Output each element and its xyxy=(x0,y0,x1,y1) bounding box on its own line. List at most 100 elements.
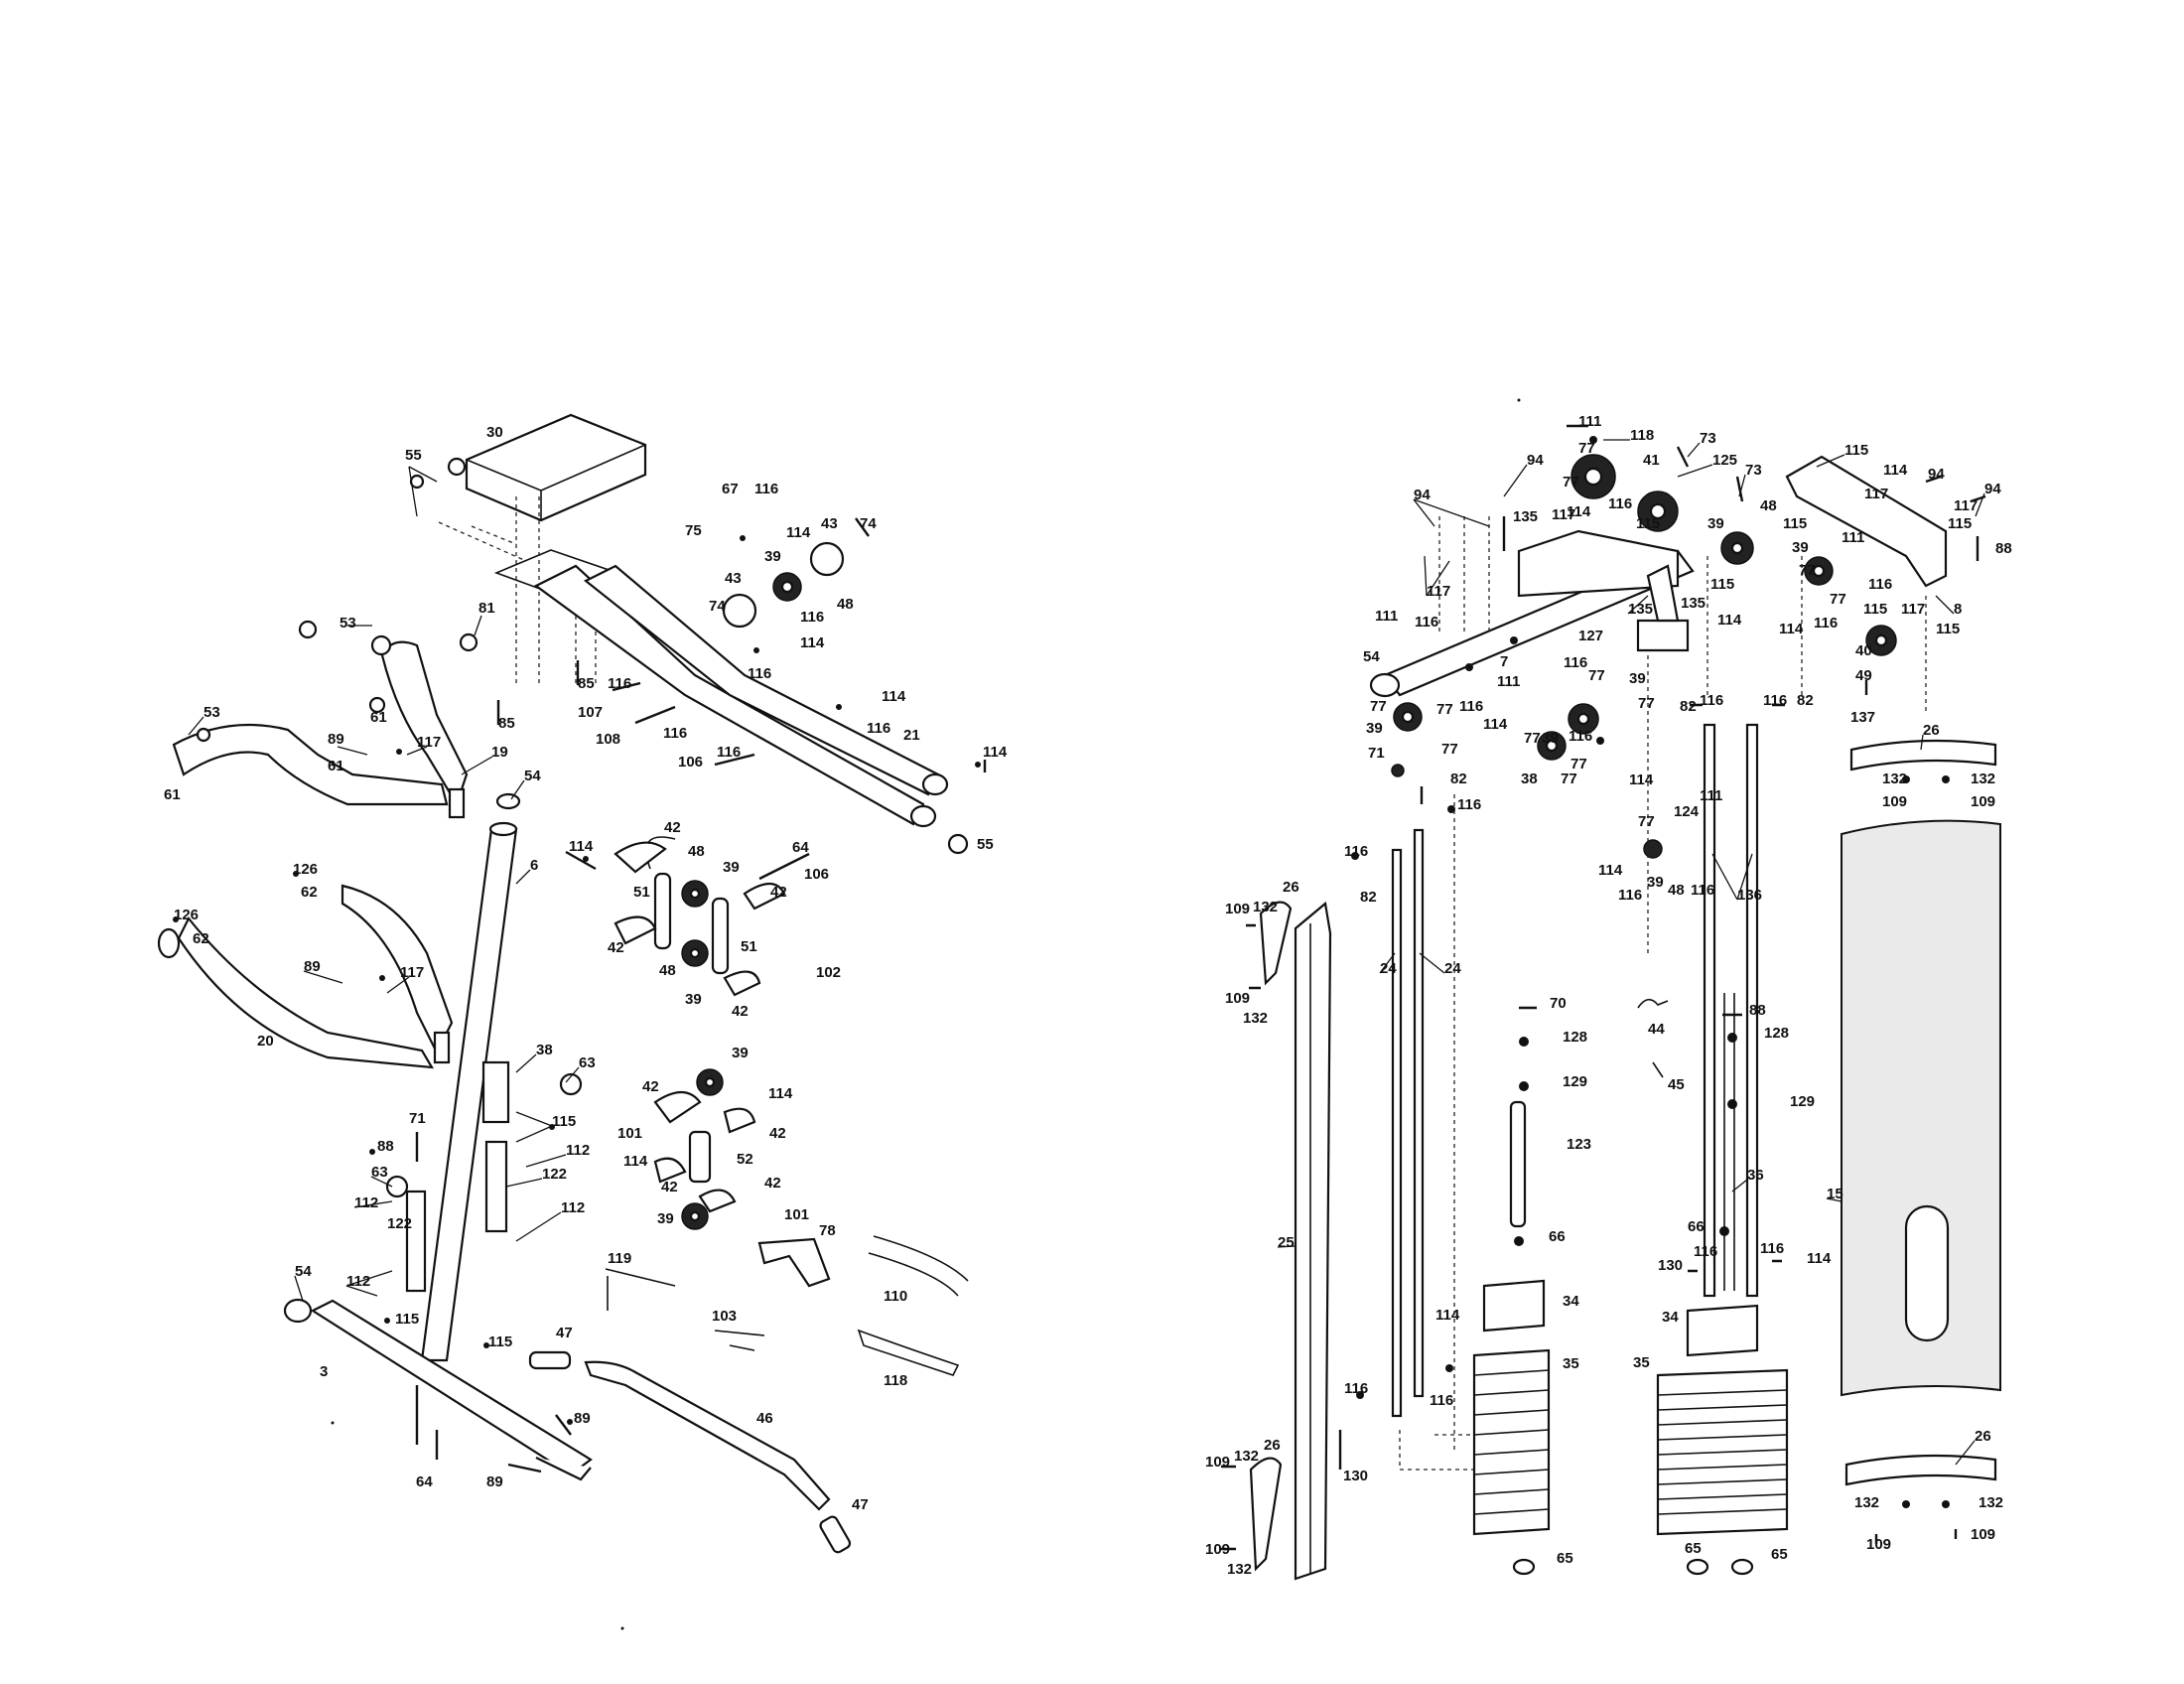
part-number-label: 115 xyxy=(395,1311,419,1328)
part-number-label: 89 xyxy=(304,958,321,975)
part-number-label: 125 xyxy=(1712,452,1737,469)
part-number-label: 112 xyxy=(354,1194,378,1211)
part-number-label: 51 xyxy=(741,938,757,955)
part-number-label: 48 xyxy=(659,962,676,979)
part-number-label: 34 xyxy=(1563,1293,1579,1310)
part-number-label: 39 xyxy=(732,1045,749,1061)
part-number-label: 114 xyxy=(569,838,594,855)
part-number-label: 116 xyxy=(1760,1240,1784,1257)
part-number-label: 88 xyxy=(1749,1002,1766,1019)
part-number-label: 116 xyxy=(748,665,771,682)
part-number-label: 66 xyxy=(1549,1228,1566,1245)
part-number-label: 65 xyxy=(1557,1550,1573,1567)
upright-post xyxy=(420,792,521,1362)
part-number-label: 94 xyxy=(1414,487,1431,503)
part-number-label: 77 xyxy=(1570,756,1587,772)
part-number-label: 45 xyxy=(1668,1076,1685,1093)
part-number-label: 62 xyxy=(193,930,209,947)
part-number-label: 24 xyxy=(1380,960,1397,977)
part-number-label: 107 xyxy=(578,704,603,721)
part-number-label: 39 xyxy=(1542,730,1559,747)
part-number-label: 111 xyxy=(1375,608,1398,625)
part-number-label: 132 xyxy=(1227,1561,1252,1578)
part-number-label: 82 xyxy=(1450,771,1467,787)
part-number-label: 124 xyxy=(1674,803,1700,820)
guide-rods xyxy=(1391,723,1759,1418)
part-number-label: 77 xyxy=(1799,562,1816,579)
part-number-label: 43 xyxy=(725,570,742,587)
part-number-label: 130 xyxy=(1343,1468,1368,1484)
bolts-right xyxy=(1221,424,1986,1551)
part-number-label: 115 xyxy=(1936,621,1960,637)
part-number-label: 116 xyxy=(1564,654,1587,671)
part-number-label: 132 xyxy=(1971,771,1995,787)
part-number-label: 116 xyxy=(1344,843,1368,860)
part-number-label: 25 xyxy=(1278,1234,1295,1251)
part-number-label: 116 xyxy=(800,609,824,626)
accessories-left xyxy=(528,1235,969,1554)
part-number-label: 39 xyxy=(1792,539,1809,556)
part-number-label: 116 xyxy=(663,725,687,742)
part-number-label: 126 xyxy=(293,861,318,878)
part-number-label: 116 xyxy=(1691,882,1714,899)
part-number-label: 47 xyxy=(852,1496,869,1513)
part-number-label: 116 xyxy=(1430,1392,1453,1409)
part-number-label: 111 xyxy=(1842,529,1864,546)
part-number-label: 34 xyxy=(1662,1309,1679,1326)
part-number-label: 116 xyxy=(1694,1243,1717,1260)
part-number-label: 137 xyxy=(1850,709,1875,726)
part-number-label: 119 xyxy=(608,1250,631,1267)
part-number-label: 77 xyxy=(1563,474,1579,491)
part-number-label: 55 xyxy=(977,836,994,853)
part-number-label: 101 xyxy=(617,1125,642,1142)
part-number-label: 46 xyxy=(756,1410,773,1427)
part-number-label: 112 xyxy=(561,1199,585,1216)
part-number-label: 26 xyxy=(1283,879,1299,896)
part-number-label: 117 xyxy=(1901,601,1925,618)
part-number-label: 109 xyxy=(1205,1541,1230,1558)
bolts-left xyxy=(173,517,987,1474)
part-number-label: 77 xyxy=(1524,730,1541,747)
part-number-label: 6 xyxy=(530,857,538,874)
part-number-label: 123 xyxy=(1567,1136,1591,1153)
part-number-label: 117 xyxy=(417,734,441,751)
part-number-label: 114 xyxy=(1629,772,1654,788)
part-number-label: 127 xyxy=(1578,628,1603,644)
part-number-label: 89 xyxy=(574,1410,591,1427)
part-number-label: 42 xyxy=(664,819,681,836)
base-tube xyxy=(283,1298,593,1481)
part-number-label: 73 xyxy=(1700,430,1716,447)
part-number-label: 94 xyxy=(1527,452,1544,469)
part-number-label: 39 xyxy=(1629,670,1646,687)
part-number-label: 109 xyxy=(1882,793,1907,810)
part-number-label: 114 xyxy=(1598,862,1623,879)
part-number-label: 71 xyxy=(1368,745,1385,762)
part-number-label: 26 xyxy=(1923,722,1940,739)
part-number-label: 114 xyxy=(1435,1307,1460,1324)
part-number-label: 109 xyxy=(1971,793,1995,810)
leader-lines xyxy=(188,439,1985,1466)
part-number-label: 39 xyxy=(657,1210,674,1227)
part-number-label: 35 xyxy=(1633,1354,1650,1371)
part-number-label: 54 xyxy=(1363,648,1380,665)
part-number-label: 39 xyxy=(764,548,781,565)
part-number-label: 52 xyxy=(737,1151,753,1168)
part-number-label: 88 xyxy=(1995,540,2012,557)
part-number-label: 116 xyxy=(717,744,741,761)
part-number-label: 48 xyxy=(1760,497,1777,514)
part-number-label: 35 xyxy=(1563,1355,1579,1372)
part-number-label: 64 xyxy=(792,839,809,856)
part-number-label: 3 xyxy=(320,1363,328,1380)
front-upright xyxy=(1294,901,1332,1581)
part-number-label: 109 xyxy=(1225,990,1250,1007)
part-number-label: 88 xyxy=(377,1138,394,1155)
part-number-label: 81 xyxy=(478,600,495,617)
part-number-label: 70 xyxy=(1550,995,1567,1012)
part-number-label: 42 xyxy=(642,1078,659,1095)
part-number-label: 74 xyxy=(709,598,726,615)
part-number-label: 117 xyxy=(1954,497,1978,514)
part-number-label: 112 xyxy=(346,1273,370,1290)
part-number-label: 116 xyxy=(754,481,778,497)
part-number-label: 39 xyxy=(1647,874,1664,891)
